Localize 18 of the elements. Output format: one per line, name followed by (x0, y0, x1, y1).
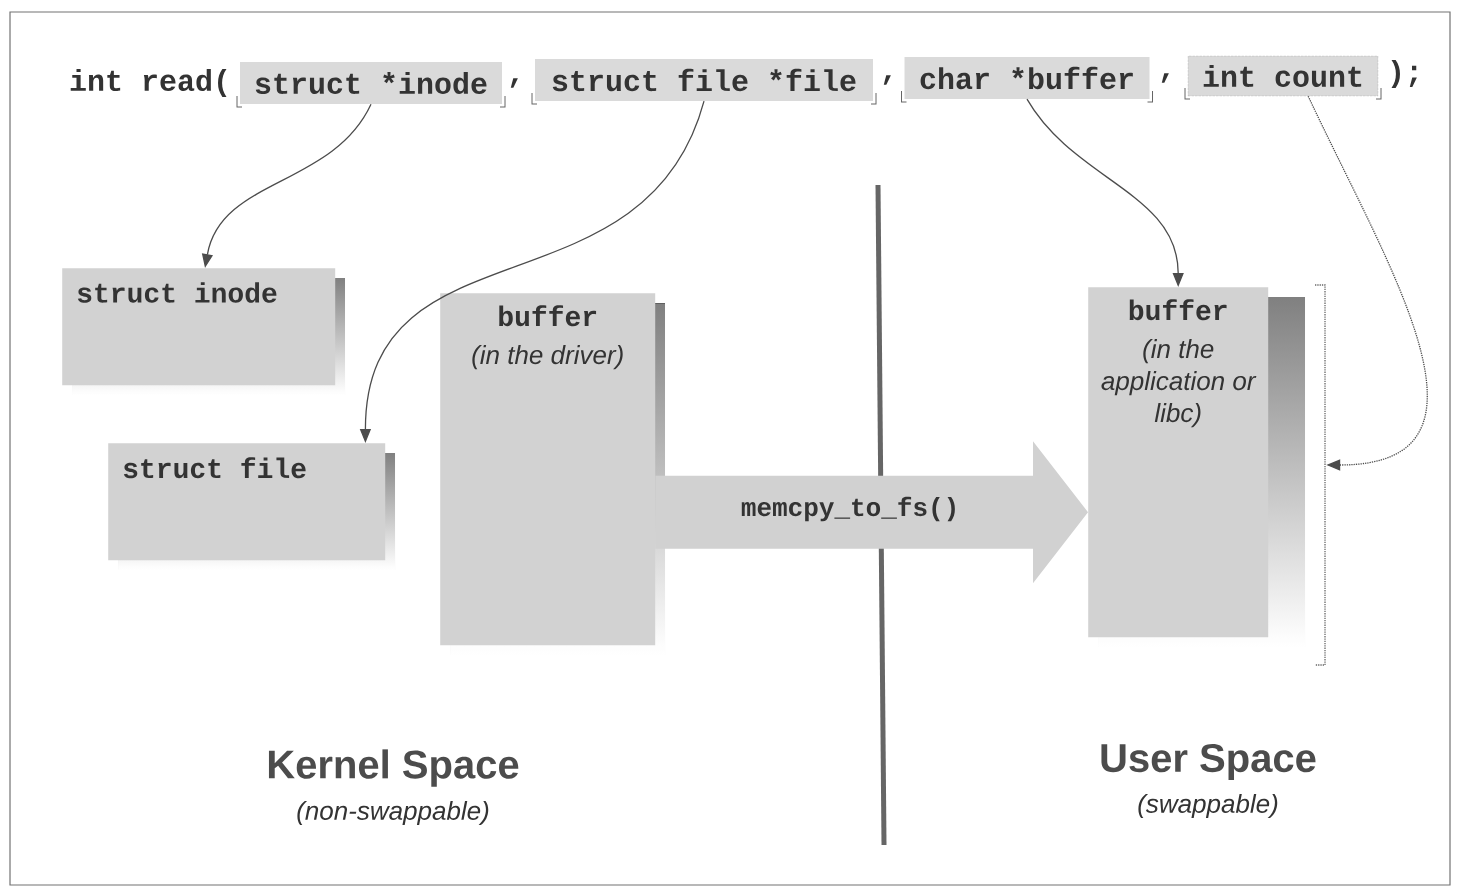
code-text: , (1161, 73, 1169, 83)
memory-box: buffer (in the application or libc) (1088, 287, 1305, 647)
bracket (1314, 284, 1326, 666)
region-subtitle: (non-swappable) (297, 800, 489, 826)
arrow (1307, 95, 1428, 471)
parameter-box: int count (1184, 55, 1382, 100)
parameter-box: struct file *file (531, 59, 877, 105)
region-title: Kernel Space (268, 749, 519, 787)
code-text: , (510, 78, 518, 88)
region-title: User Space (1101, 743, 1316, 781)
memory-box: buffer (in the driver) (440, 293, 665, 655)
region-subtitle: (swappable) (1138, 793, 1278, 819)
memory-box: struct inode (62, 268, 345, 395)
memory-box: struct file (108, 443, 395, 570)
parameter-box: struct *inode (236, 62, 506, 108)
parameter-box: char *buffer (901, 57, 1153, 103)
edge-label: memcpy_to_fs() (741, 496, 955, 522)
code-text: , (883, 75, 891, 85)
